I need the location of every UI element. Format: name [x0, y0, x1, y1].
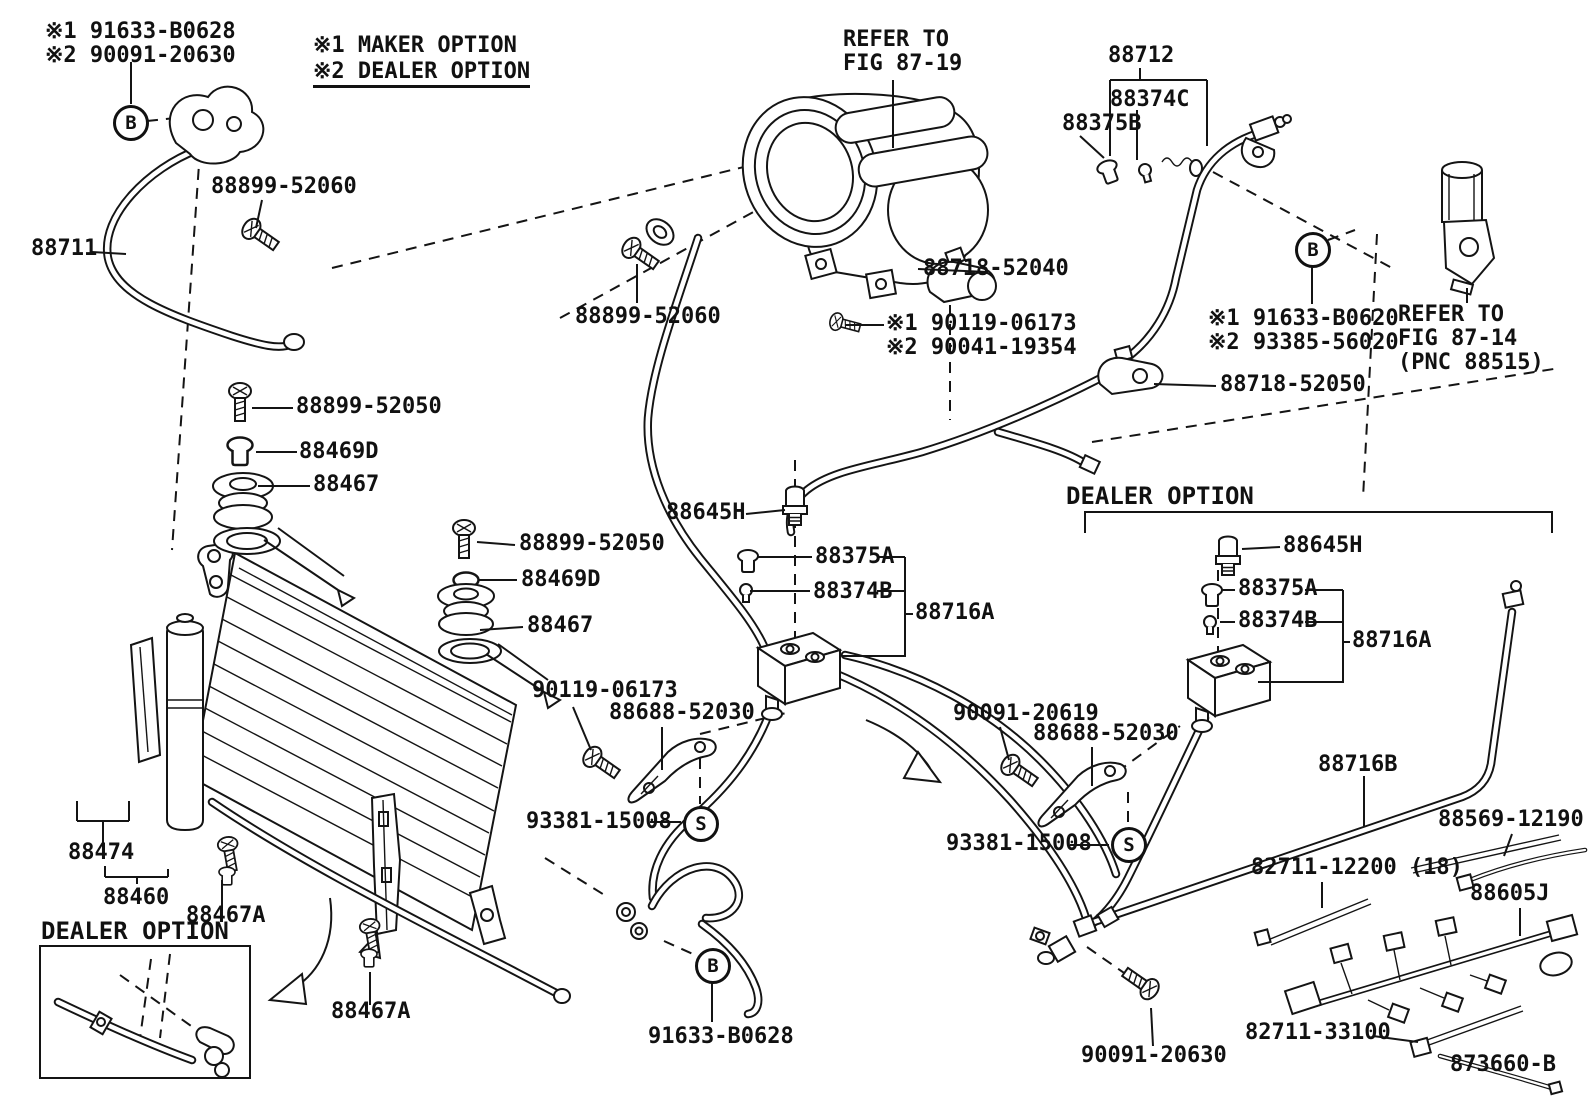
note-90119-06173: ※1 90119-06173: [886, 311, 1077, 336]
part-label-88899-52050-2: 88899-52050: [519, 531, 665, 556]
compressor: [741, 92, 989, 300]
part-label-90091-20619: 90091-20619: [953, 701, 1099, 726]
note-90091-20630: ※2 90091-20630: [45, 43, 236, 68]
part-label-88645H-2: 88645H: [1283, 533, 1363, 558]
part-label-88899-52060-1: 88899-52060: [211, 174, 357, 199]
refer-fig-87-19: REFER TO FIG 87-19: [843, 27, 963, 76]
callout-b-2: B: [1295, 232, 1331, 268]
part-label-90091-20630: 90091-20630: [1081, 1043, 1227, 1068]
part-label-91633-B0628: 91633-B0628: [648, 1024, 794, 1049]
callout-s-1: S: [683, 806, 719, 842]
part-label-88605J: 88605J: [1470, 881, 1550, 906]
part-label-88469D-2: 88469D: [521, 567, 601, 592]
part-label-88688-52030-2: 88688-52030: [1033, 721, 1179, 746]
part-label-88460: 88460: [103, 885, 170, 910]
note-93385-56020: ※2 93385-56020: [1208, 330, 1399, 355]
dashed-construction-lines: [119, 112, 1561, 1039]
refer-fig-87-14: REFER TO FIG 87-14 (PNC 88515): [1398, 302, 1544, 375]
part-label-88374B-2: 88374B: [1238, 608, 1318, 633]
part-label-88467A-1: 88467A: [186, 903, 266, 928]
note-91633-B0620: ※1 91633-B0620: [1208, 306, 1399, 331]
part-label-88474: 88474: [68, 840, 135, 865]
part-label-82711-33100: 82711-33100: [1245, 1020, 1391, 1045]
callout-b-1: B: [113, 105, 149, 141]
part-label-88375A-2: 88375A: [1238, 576, 1318, 601]
note-90041-19354: ※2 90041-19354: [886, 335, 1077, 360]
figure-number-873660-B: 873660-B: [1450, 1052, 1556, 1077]
callout-s-2: S: [1111, 827, 1147, 863]
leader-lines: [76, 62, 1553, 1047]
direction-arrows: [267, 719, 943, 1006]
part-label-88711: 88711: [31, 236, 98, 261]
fittings-and-small-parts: [89, 85, 1579, 1096]
part-label-88688-52030-1: 88688-52030: [609, 700, 755, 725]
part-label-88374C: 88374C: [1110, 87, 1190, 112]
condenser: [129, 542, 518, 960]
part-label-88469D-1: 88469D: [299, 439, 379, 464]
part-label-88712: 88712: [1108, 43, 1175, 68]
part-label-82711-12200: 82711-12200 (18): [1251, 855, 1463, 880]
part-label-88467-2: 88467: [527, 613, 594, 638]
part-label-88716A-2: 88716A: [1352, 628, 1432, 653]
part-label-90119-06173: 90119-06173: [532, 678, 678, 703]
legend-maker-option: ※1 MAKER OPTION: [313, 33, 517, 58]
legend-dealer-option: ※2 DEALER OPTION: [313, 60, 531, 88]
part-label-93381-15008-2: 93381-15008: [946, 831, 1092, 856]
part-label-88467A-2: 88467A: [331, 999, 411, 1024]
part-label-88375B: 88375B: [1062, 111, 1142, 136]
part-label-88716B: 88716B: [1318, 752, 1398, 777]
header-dealer-option-right: DEALER OPTION: [1066, 482, 1254, 510]
part-label-88569-12190: 88569-12190: [1438, 807, 1584, 832]
part-label-88375A-1: 88375A: [815, 544, 895, 569]
header-dealer-option-left: DEALER OPTION: [41, 917, 229, 945]
part-label-88899-52060-2: 88899-52060: [575, 304, 721, 329]
part-label-88374B-1: 88374B: [813, 579, 893, 604]
part-label-88716A-1: 88716A: [915, 600, 995, 625]
part-label-88718-52050: 88718-52050: [1220, 372, 1366, 397]
note-91633-B0628: ※1 91633-B0628: [45, 19, 236, 44]
part-label-88899-52050-1: 88899-52050: [296, 394, 442, 419]
part-label-93381-15008-1: 93381-15008: [526, 809, 672, 834]
part-label-88645H-1: 88645H: [666, 500, 746, 525]
part-label-88467-1: 88467: [313, 472, 380, 497]
part-label-88718-52040: 88718-52040: [923, 256, 1069, 281]
callout-b-3: B: [695, 948, 731, 984]
dealer-option-inset-box: [39, 945, 251, 1079]
